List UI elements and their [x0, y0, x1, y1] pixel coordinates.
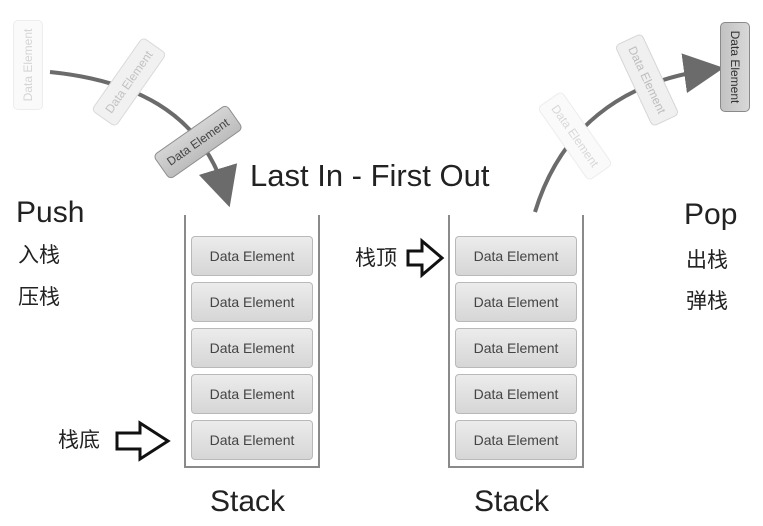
right-stack: Data Element Data Element Data Element D…	[448, 215, 584, 468]
top-pointer-arrow	[406, 237, 445, 279]
push-arrow	[49, 70, 238, 208]
bottom-pointer-arrow	[115, 420, 171, 462]
stack-top-label: 栈顶	[355, 247, 397, 270]
stack-bottom-label: 栈底	[58, 429, 100, 452]
right-stack-element: Data Element	[455, 328, 577, 368]
left-stack-element: Data Element	[191, 236, 313, 276]
left-stack-element: Data Element	[191, 328, 313, 368]
pop-cn-label-2: 弹栈	[686, 290, 728, 313]
left-stack-element: Data Element	[191, 282, 313, 322]
pop-heading: Pop	[684, 198, 738, 231]
right-stack-element: Data Element	[455, 374, 577, 414]
left-stack-element: Data Element	[191, 374, 313, 414]
left-stack-label: Stack	[210, 485, 286, 518]
right-stack-label: Stack	[474, 485, 550, 518]
left-stack-element: Data Element	[191, 420, 313, 460]
push-ghost-element-1: Data Element	[13, 20, 43, 110]
push-cn-label-2: 压栈	[18, 286, 60, 309]
left-stack: Data Element Data Element Data Element D…	[184, 215, 320, 468]
right-stack-element: Data Element	[455, 282, 577, 322]
pop-cn-label-1: 出栈	[686, 249, 728, 272]
pop-arrow	[533, 53, 724, 213]
push-heading: Push	[16, 196, 85, 229]
push-cn-label-1: 入栈	[18, 244, 60, 267]
pop-element: Data Element	[720, 22, 750, 112]
diagram-title: Last In - First Out	[250, 158, 490, 193]
right-stack-element: Data Element	[455, 420, 577, 460]
right-stack-element: Data Element	[455, 236, 577, 276]
